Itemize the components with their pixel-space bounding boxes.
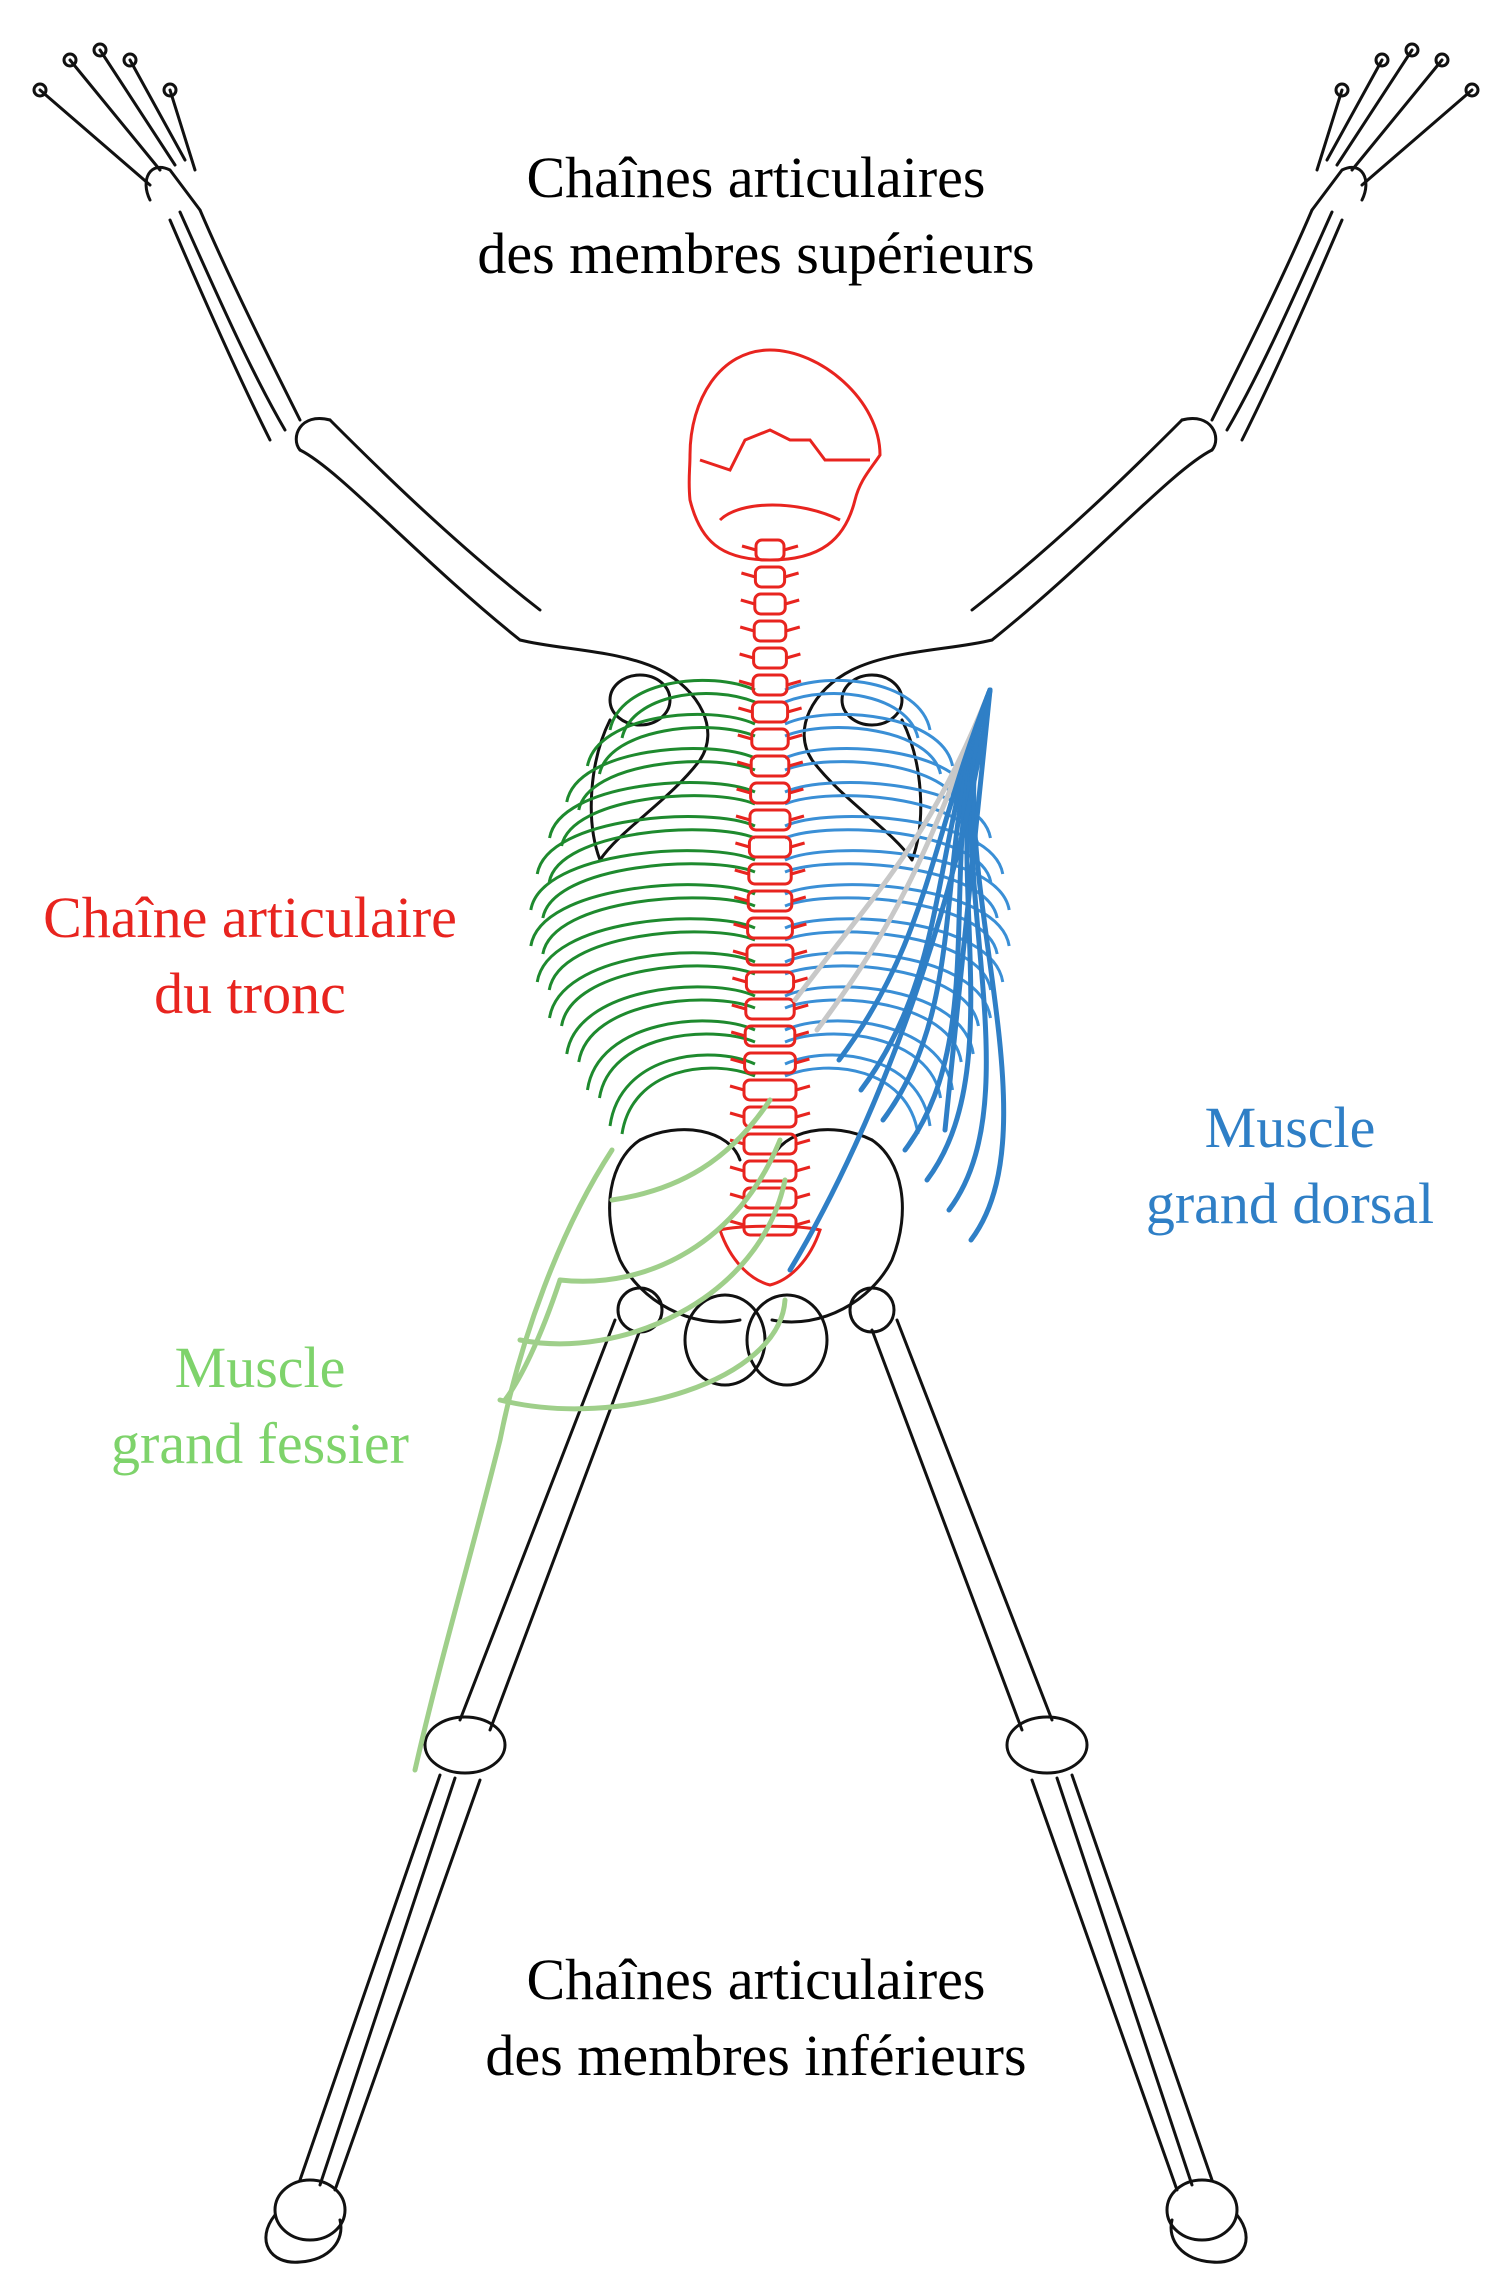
upper-limbs-label-line2: des membres supérieurs (356, 216, 1156, 292)
vertebra (754, 621, 786, 641)
trunk-chain-label: Chaîne articulaire du tronc (0, 880, 500, 1032)
gluteus-label-line1: Muscle (60, 1330, 460, 1406)
vertebra (750, 810, 790, 830)
vertebra-process (739, 681, 801, 685)
rib-left (550, 953, 755, 1018)
vertebra-process (741, 573, 798, 577)
vertebra-process (733, 951, 807, 955)
gluteus-fiber (500, 1300, 785, 1409)
vertebra-process (737, 762, 803, 766)
rib-left-inner (543, 898, 755, 954)
vertebra (744, 1080, 796, 1100)
vertebra (755, 594, 785, 614)
vertebra-process (738, 735, 802, 739)
skull (689, 350, 880, 560)
vertebra (752, 729, 788, 749)
vertebra-process (738, 708, 801, 712)
skull-base (700, 430, 870, 470)
rib-left (567, 748, 755, 802)
vertebra-process (730, 1140, 810, 1144)
vertebra (744, 1134, 796, 1154)
gluteus-label: Muscle grand fessier (60, 1330, 460, 1482)
vertebra (751, 783, 790, 803)
vertebra (749, 864, 791, 884)
vertebra (749, 837, 790, 857)
vertebra-process (735, 870, 805, 874)
vertebra-process (735, 843, 804, 847)
right-leg-bones (872, 1320, 1246, 2262)
skull-jaw (720, 505, 840, 520)
upper-limbs-label: Chaînes articulaires des membres supérie… (356, 140, 1156, 292)
vertebra-process (740, 654, 801, 658)
rib-left-inner (543, 864, 755, 918)
trunk-chain-label-line1: Chaîne articulaire (0, 880, 500, 956)
pelvis (610, 1130, 903, 1385)
trunk-chain-label-line2: du tronc (0, 956, 500, 1032)
vertebra (751, 756, 789, 776)
vertebra (754, 648, 787, 668)
rib-left-inner (549, 830, 755, 882)
vertebra-process (740, 627, 800, 631)
lower-limbs-label: Chaînes articulaires des membres inférie… (356, 1942, 1156, 2094)
rib-left-inner (599, 1034, 755, 1098)
vertebra-process (731, 1032, 809, 1036)
rib-left (610, 680, 755, 730)
right-arm-bones (972, 44, 1478, 640)
vertebra-process (736, 816, 804, 820)
ribs-left (531, 680, 755, 1134)
rib-right (785, 748, 973, 802)
gluteus-fiber (612, 1100, 770, 1200)
upper-limbs-label-line1: Chaînes articulaires (356, 140, 1156, 216)
vertebra (755, 567, 784, 587)
latissimus-label: Muscle grand dorsal (1090, 1090, 1490, 1242)
lower-limbs-label-line2: des membres inférieurs (356, 2018, 1156, 2094)
vertebra (753, 675, 787, 695)
rib-left (537, 919, 755, 982)
rib-left-inner (549, 932, 755, 990)
vertebra (746, 999, 794, 1019)
vertebra-process (734, 897, 806, 901)
latissimus-dorsi (790, 690, 1004, 1270)
lower-limbs-label-line1: Chaînes articulaires (356, 1942, 1156, 2018)
vertebra-process (741, 600, 799, 604)
left-arm-bones (34, 44, 540, 640)
vertebra-process (730, 1167, 810, 1171)
vertebra (756, 540, 784, 560)
latissimus-label-line2: grand dorsal (1090, 1166, 1490, 1242)
vertebra-process (730, 1194, 810, 1198)
vertebra-process (732, 978, 807, 982)
vertebra-process (730, 1113, 810, 1117)
rib-left-inner (622, 1068, 755, 1134)
vertebra (752, 702, 787, 722)
rib-left (567, 987, 755, 1054)
latissimus-label-line1: Muscle (1090, 1090, 1490, 1166)
vertebra-process (742, 546, 798, 550)
vertebra-process (730, 1086, 810, 1090)
gluteus-label-line2: grand fessier (60, 1406, 460, 1482)
